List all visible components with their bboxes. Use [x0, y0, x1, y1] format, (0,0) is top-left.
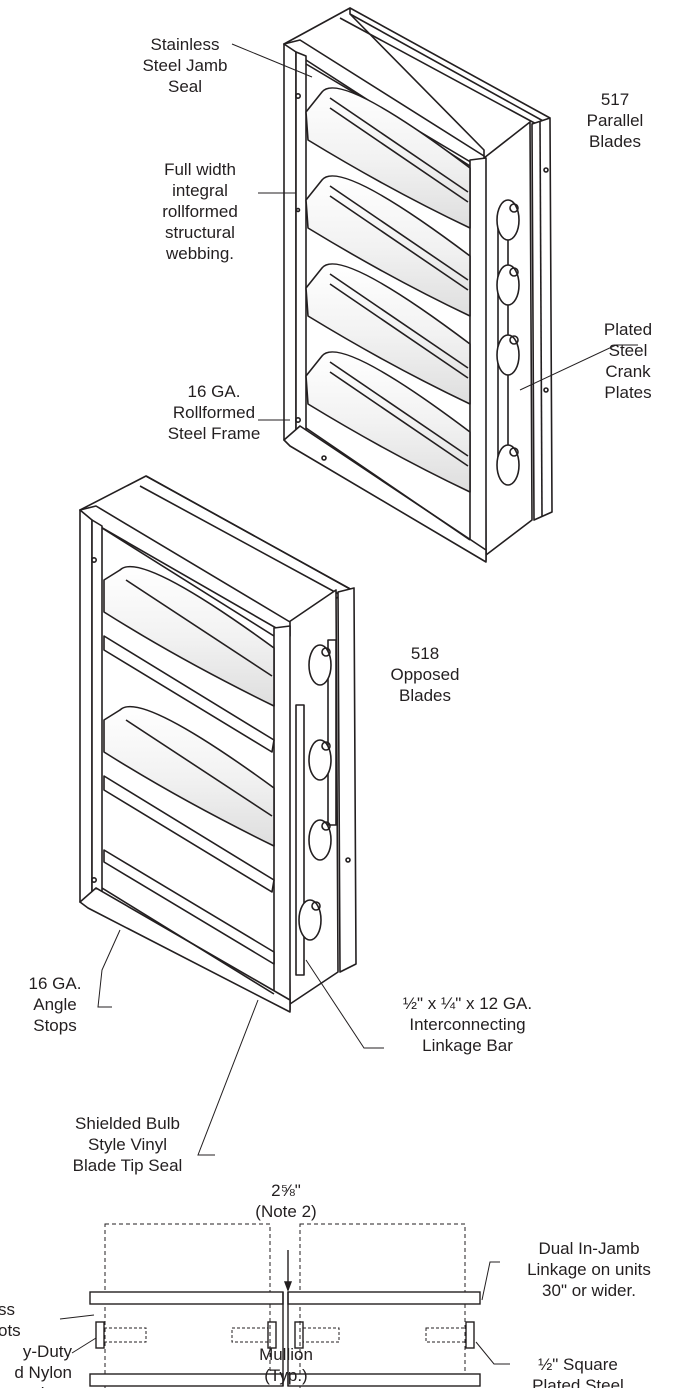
- opposed-blades-518-label: 518 Opposed Blades: [390, 644, 460, 705]
- dimension-note-label: 2⅝" (Note 2): [255, 1181, 317, 1221]
- dual-linkage-label: Dual In-Jamb Linkage on units 30" or wid…: [527, 1239, 651, 1300]
- parallel-blades-517-label: 517 Parallel Blades: [586, 90, 644, 151]
- crank-plate-linkage: [496, 199, 520, 486]
- opposed-blade-damper-drawing: [79, 475, 357, 1013]
- leader-lines: [59, 43, 638, 1365]
- stainless-pivots-label: ss ots: [0, 1300, 21, 1340]
- square-axles-label: ½" Square Plated Steel Axles: [532, 1355, 624, 1388]
- angle-stops-label: 16 GA. Angle Stops: [28, 974, 82, 1035]
- full-width-webbing-label: Full width integral rollformed structura…: [162, 160, 238, 263]
- parallel-blade-damper-drawing: [283, 7, 553, 563]
- steel-frame-16ga-label: 16 GA. Rollformed Steel Frame: [167, 382, 261, 443]
- interconnecting-linkage: [295, 639, 337, 976]
- parallel-blades: [305, 87, 471, 493]
- mullion-label: Mullion (Typ.): [259, 1345, 313, 1385]
- opposed-blades: [103, 565, 275, 965]
- blade-tip-seal-label: Shielded Bulb Style Vinyl Blade Tip Seal: [72, 1114, 183, 1175]
- nylon-bearings-label: y-Duty d Nylon rings: [14, 1342, 72, 1388]
- plated-crank-plates-label: Plated Steel Crank Plates: [603, 320, 653, 402]
- linkage-bar-label: ½" x ¼" x 12 GA. Interconnecting Linkage…: [402, 994, 533, 1055]
- mullion-section-view: [89, 1223, 481, 1388]
- stainless-jamb-seal-label: Stainless Steel Jamb Seal: [142, 35, 228, 96]
